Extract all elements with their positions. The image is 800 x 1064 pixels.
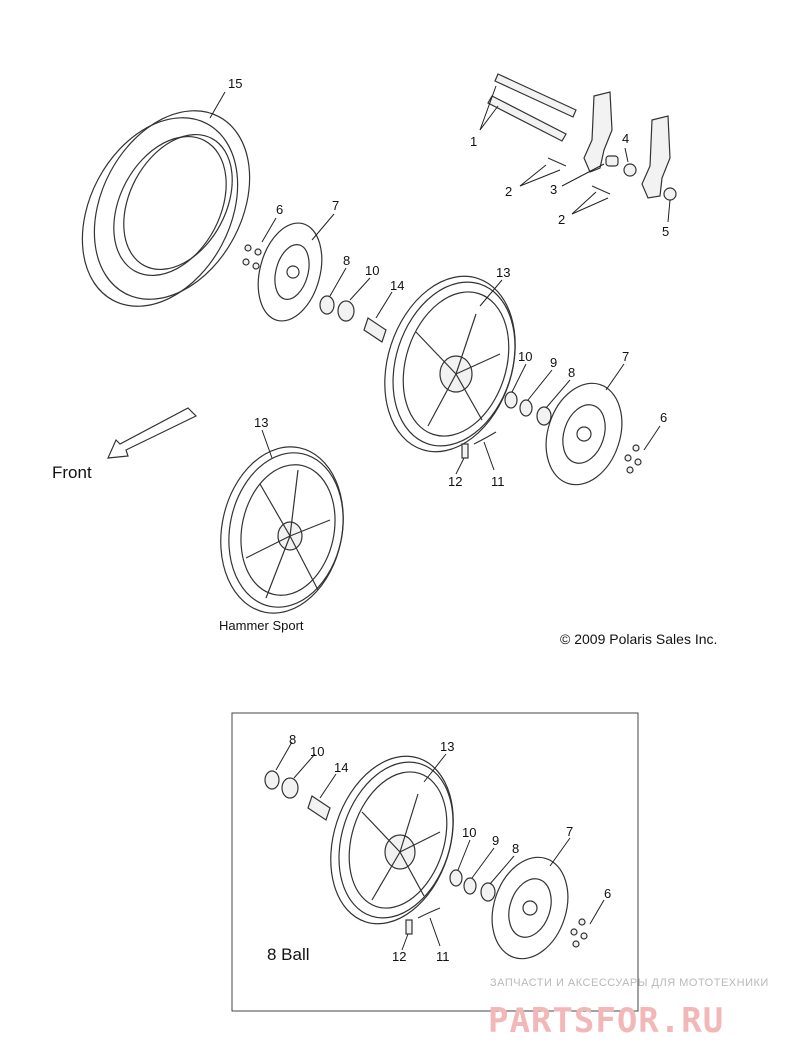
callout-7a: 7	[332, 198, 339, 213]
callout-12a: 12	[448, 474, 462, 489]
eight-ball-box	[231, 712, 639, 1012]
callout-8c: 8	[289, 732, 296, 747]
copyright-label: © 2009 Polaris Sales Inc.	[560, 631, 717, 647]
axle	[487, 73, 577, 142]
callout-10a: 10	[365, 263, 379, 278]
tire	[81, 110, 251, 307]
watermark-tagline: ЗАПЧАСТИ И АКСЕССУАРЫ ДЛЯ МОТОТЕХНИКИ	[490, 977, 769, 989]
spacer-tube	[363, 317, 387, 343]
callout-13b: 13	[254, 415, 268, 430]
spacer-tube-8ball	[307, 795, 331, 821]
fork-legs	[583, 91, 671, 199]
seal-bearing-8ball	[264, 770, 299, 799]
callout-11b: 11	[436, 949, 450, 964]
spacers-bolts	[547, 155, 677, 201]
callout-14a: 14	[390, 278, 404, 293]
front-arrow	[107, 407, 198, 459]
callout-7b: 7	[622, 349, 629, 364]
callout-9a: 9	[550, 355, 557, 370]
callout-12b: 12	[392, 949, 406, 964]
wheel	[384, 275, 516, 453]
callout-15: 15	[228, 76, 242, 91]
callout-7c: 7	[566, 824, 573, 839]
callout-6c: 6	[604, 886, 611, 901]
callout-13a: 13	[496, 265, 510, 280]
disc-bolts-right	[624, 444, 642, 474]
seal-bearing-right	[504, 391, 552, 426]
wheel-8ball	[330, 755, 454, 925]
front-label: Front	[52, 463, 92, 482]
brake-disc-8ball	[491, 856, 569, 960]
disc-bolts-8ball	[570, 918, 588, 948]
valve-stem	[461, 431, 497, 459]
valve-stem-8ball	[405, 907, 441, 935]
callout-9b: 9	[492, 833, 499, 848]
callout-1: 1	[470, 134, 477, 149]
seal-bearing-8ball-right	[449, 869, 496, 902]
brake-disc-right	[545, 382, 623, 486]
callout-2b: 2	[558, 212, 565, 227]
callout-8b: 8	[568, 365, 575, 380]
brake-disc	[257, 222, 323, 322]
hammer-sport-wheel	[220, 446, 344, 614]
watermark-logo: PARTSFOR.RU	[488, 1001, 724, 1041]
callout-8d: 8	[512, 841, 519, 856]
callout-6a: 6	[276, 202, 283, 217]
callout-10d: 10	[462, 825, 476, 840]
callout-14b: 14	[334, 760, 348, 775]
callout-2a: 2	[505, 184, 512, 199]
seal-bearing	[319, 295, 355, 322]
callout-10c: 10	[310, 744, 324, 759]
hammer-sport-label: Hammer Sport	[219, 618, 304, 633]
callout-5: 5	[662, 224, 669, 239]
eight-ball-label: 8 Ball	[267, 945, 310, 964]
disc-bolts	[242, 244, 262, 270]
callout-11a: 11	[491, 474, 505, 489]
callout-4: 4	[622, 131, 629, 146]
callout-3: 3	[550, 182, 557, 197]
callout-8a: 8	[343, 253, 350, 268]
callout-13c: 13	[440, 739, 454, 754]
callout-6b: 6	[660, 410, 667, 425]
callout-10b: 10	[518, 349, 532, 364]
